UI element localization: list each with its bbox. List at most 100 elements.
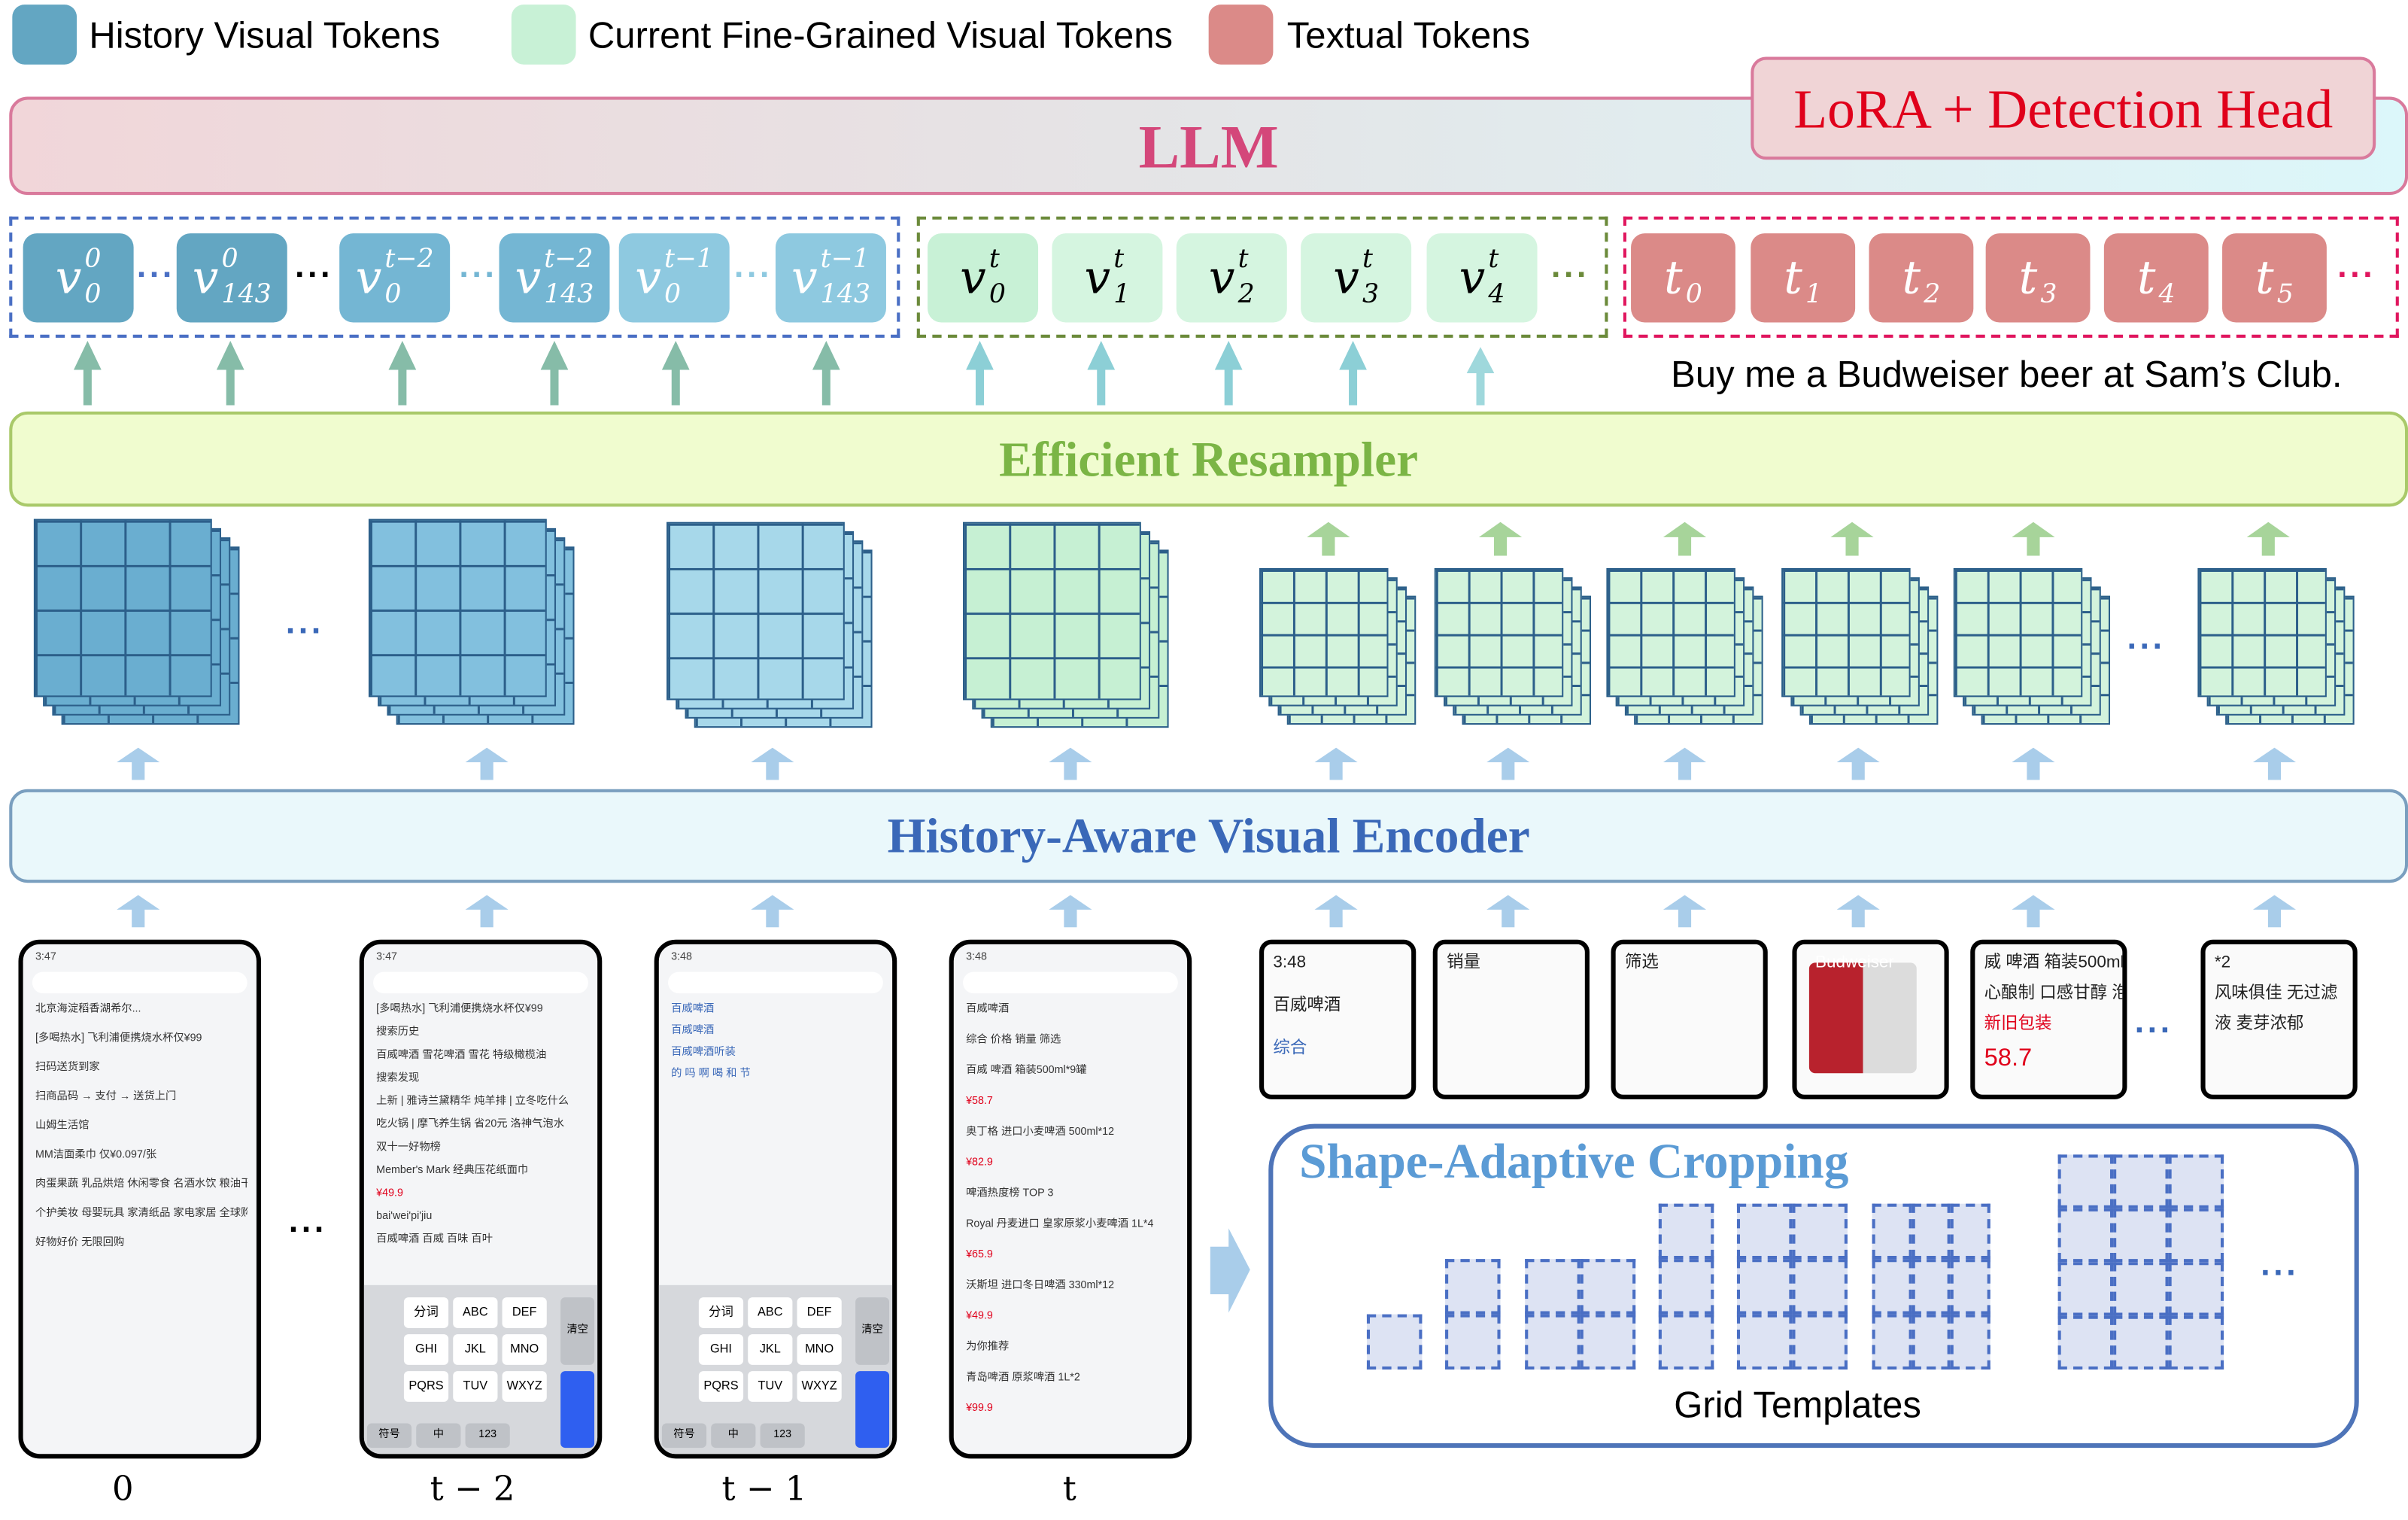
keyboard-key[interactable]: GHI [698,1334,744,1365]
keyboard-key[interactable]: ABC [453,1297,498,1328]
grid-template-cell [2168,1315,2224,1370]
up-arrow-icon [216,340,244,406]
grid-template-cell [1525,1259,1581,1315]
grid-template-cell [1872,1203,1912,1260]
keyboard-key[interactable]: GHI [403,1334,449,1365]
keyboard-key[interactable]: MNO [502,1334,547,1365]
keyboard-key[interactable]: JKL [748,1334,793,1365]
token-subscript: 3 [2040,279,2057,311]
search-bar[interactable] [32,971,247,994]
phone-text: 山姆生活馆 [35,1120,90,1132]
keyboard-key[interactable]: PQRS [403,1371,449,1402]
up-arrow-icon [1314,895,1358,928]
crop-grid [1434,567,1591,725]
grid-template-cell [1580,1259,1636,1315]
keyboard-key[interactable]: DEF [502,1297,547,1328]
keyboard-key[interactable]: MNO [797,1334,842,1365]
keyboard-key[interactable]: DEF [797,1297,842,1328]
search-key[interactable] [560,1371,595,1449]
keyboard-key[interactable]: 分词 [403,1297,449,1328]
token-superscript [1805,248,1822,274]
phone-text: 百威 啤酒 箱装500ml*9罐 [966,1066,1087,1077]
grid-layer [33,518,212,698]
grid-template [1445,1259,1501,1370]
keyboard-key[interactable]: TUV [748,1371,793,1402]
search-bar[interactable] [963,971,1178,994]
visual-encoder: History-Aware Visual Encoder [9,789,2408,883]
resampler-label: Efficient Resampler [999,430,1419,486]
token-superscript [2040,248,2057,274]
token-subscript: 2 [1924,279,1941,311]
keyboard-key[interactable]: 123 [465,1423,510,1449]
grid-template [2057,1154,2224,1370]
keyboard-key[interactable]: 中 [416,1423,461,1449]
search-key[interactable] [855,1371,890,1449]
lora-label: LoRA + Detection Head [1793,78,2334,139]
crop-grid [2197,567,2355,725]
up-arrow-icon [751,895,794,928]
keyboard-key[interactable]: WXYZ [502,1371,547,1402]
keyboard-key[interactable]: TUV [453,1371,498,1402]
crop-grid [1259,567,1417,725]
keyboard-key[interactable]: 清空 [855,1297,890,1365]
legend-textual: Textual Tokens [1286,15,1531,57]
token-ellipsis: ··· [294,254,333,293]
up-arrow-icon [2252,895,2297,928]
keyboard-key[interactable]: 分词 [698,1297,744,1328]
beer-product-image [1808,962,1917,1074]
token-base: v [635,251,661,306]
phone-text: 百威啤酒 百威 百味 百叶 [376,1234,493,1245]
grid-template-cell [2057,1315,2114,1370]
grid-ellipsis: ··· [2127,626,2166,665]
token-superscript: 0 [84,244,102,275]
legend-history: History Visual Tokens [89,15,441,57]
history-token-group [9,216,900,338]
keyboard-key[interactable]: 符号 [661,1423,707,1449]
search-bar[interactable] [373,971,588,994]
grid-template-cell [2057,1154,2114,1208]
keyboard-key[interactable]: 符号 [366,1423,412,1449]
up-arrow-icon [1478,521,1523,556]
phone-text: [多喝热水] 飞利浦便携烧水杯仅¥99 [376,1004,543,1015]
search-bar[interactable] [668,971,883,994]
keyboard-key[interactable]: WXYZ [797,1371,842,1402]
up-arrow-icon [1339,340,1367,406]
keyboard-key[interactable]: ABC [748,1297,793,1328]
crop-text: 威 啤酒 箱装500ml*9 [1984,953,2127,972]
keyboard-key[interactable]: 123 [760,1423,805,1449]
phone-text: 吃火锅 | 摩飞养生锅 省20元 洛神气泡水 [376,1119,565,1130]
keyboard-key[interactable]: PQRS [698,1371,744,1402]
cropping-title: Shape-Adaptive Cropping [1299,1132,1849,1189]
time-step-label: t − 2 [430,1470,515,1509]
token-scripts: 2 [1924,248,1940,309]
right-arrow-icon [1210,1228,1250,1313]
keyboard-key[interactable]: 清空 [560,1297,595,1365]
token-superscript: 0 [221,244,238,275]
crop-text: 风味俱佳 无过滤 [2214,983,2338,1003]
keyboard-key[interactable]: 中 [711,1423,756,1449]
keyboard-key[interactable]: JKL [453,1334,498,1365]
grid-template-cell [2113,1208,2169,1263]
phone-text: 综合 价格 销量 筛选 [966,1035,1061,1046]
token-subscript: 0 [1685,279,1702,311]
crop-text: 销量 [1447,953,1481,972]
lora-detection-head: LoRA + Detection Head [1751,56,2376,160]
up-arrow-icon [2012,521,2055,556]
up-arrow-icon [812,340,840,406]
grid-layer [1434,567,1564,698]
phone-text: 扫商品码 → 支付 → 送货上门 [35,1091,177,1103]
grid-template [1366,1314,1423,1370]
